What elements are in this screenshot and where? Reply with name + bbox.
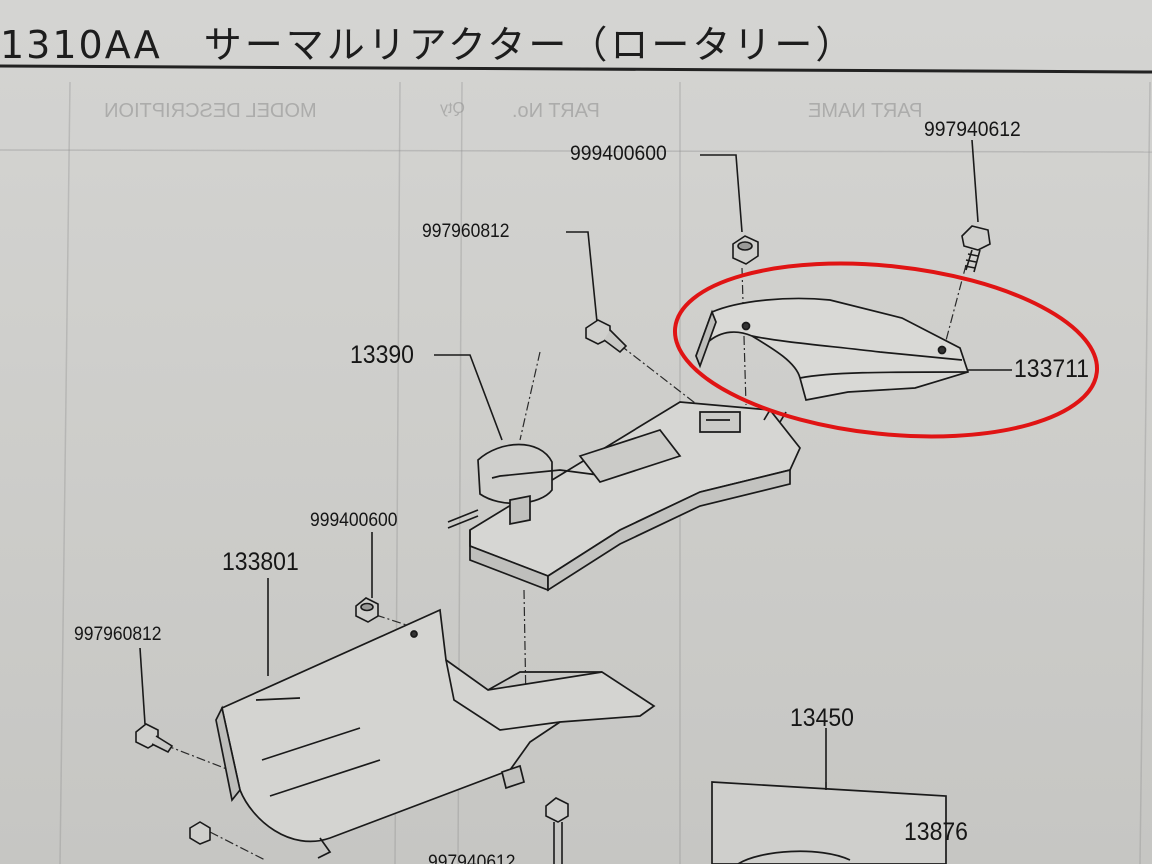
section-code: 1310AA (0, 23, 162, 67)
label-999400600-top: 999400600 (570, 142, 667, 165)
label-997940612-top: 997940612 (924, 118, 1021, 141)
leader-lines (139, 139, 1012, 782)
part-13390-cover (447, 401, 801, 592)
header-rule (0, 64, 1152, 74)
bolt-997960812-mid (585, 319, 628, 354)
label-997940612-bottom: 997940612 (428, 852, 516, 864)
bolt-997940612-bottom (189, 797, 569, 864)
label-13450: 13450 (790, 704, 854, 732)
highlight-ellipse (672, 261, 1100, 439)
part-13450-box (711, 781, 947, 864)
label-997960812-left: 997960812 (74, 624, 162, 645)
label-13876: 13876 (904, 818, 968, 846)
label-999400600-mid: 999400600 (310, 510, 398, 531)
section-title: サーマルリアクター（ロータリー） (203, 23, 857, 67)
part-133801-shield (215, 608, 656, 859)
page-header: 1310AA サーマルリアクター（ロータリー） (0, 14, 856, 69)
label-133711: 133711 (1014, 355, 1090, 383)
part-133711-shield (695, 297, 970, 401)
nut-999400600-top (732, 235, 759, 265)
label-13390: 13390 (350, 341, 414, 369)
bolt-997940612-top (961, 225, 991, 273)
nut-999400600-mid (355, 597, 379, 623)
bolt-997960812-left (135, 723, 174, 754)
label-133801: 133801 (222, 548, 299, 576)
label-997960812-mid: 997960812 (422, 221, 510, 242)
